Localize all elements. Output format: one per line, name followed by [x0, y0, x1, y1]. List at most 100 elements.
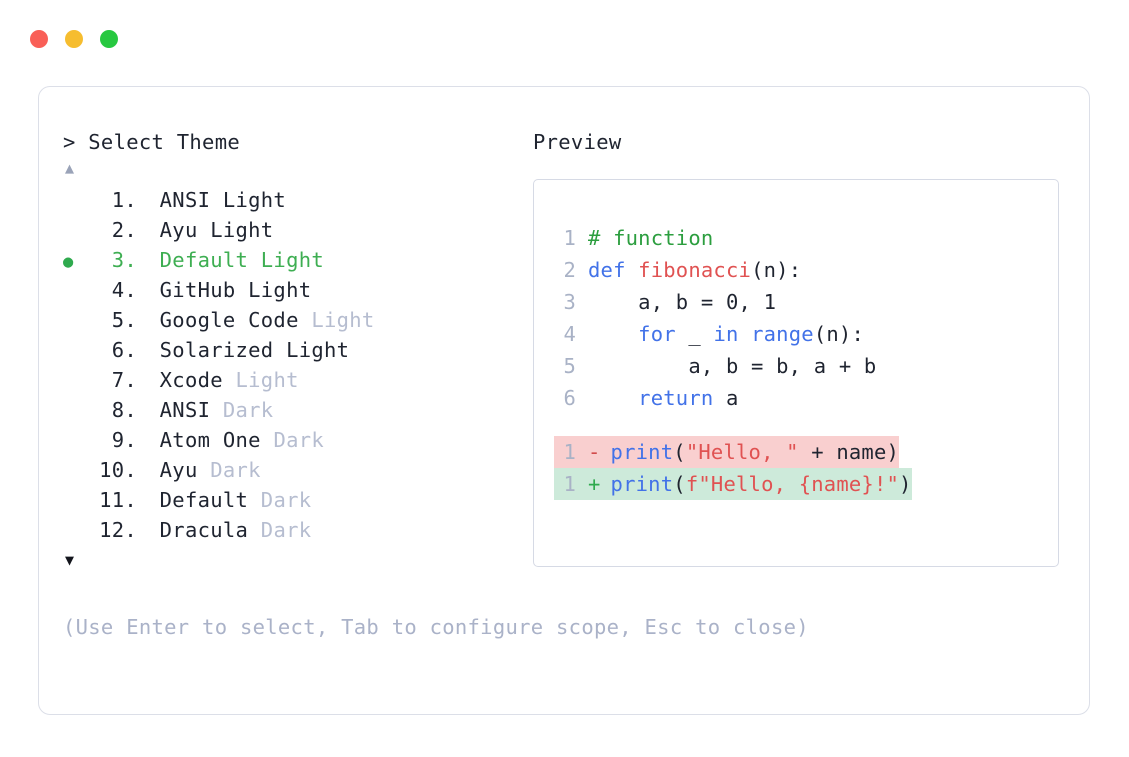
theme-list-item[interactable]: 10. Ayu Dark: [63, 455, 523, 485]
code-line-text: for _ in range(n):: [588, 318, 864, 350]
code-token-plain: a, b = b, a + b: [588, 354, 877, 378]
theme-item-spacer: [137, 485, 160, 515]
line-number: 6: [563, 386, 576, 410]
code-gap: [534, 414, 1058, 436]
code-line-text: return a: [588, 382, 739, 414]
code-token-str: "Hello, ": [685, 440, 799, 464]
code-line: 6 return a: [534, 382, 1058, 414]
theme-list-item[interactable]: 9. Atom One Dark: [63, 425, 523, 455]
theme-list-item[interactable]: 7. Xcode Light: [63, 365, 523, 395]
theme-list: 1. ANSI Light 2. Ayu Light● 3. Default L…: [63, 185, 523, 545]
theme-item-name: ANSI: [159, 398, 211, 422]
keyboard-hint: (Use Enter to select, Tab to configure s…: [63, 615, 809, 639]
theme-item-variant: Dark: [248, 488, 312, 512]
theme-list-item[interactable]: 2. Ayu Light: [63, 215, 523, 245]
theme-item-number: 12.: [99, 518, 137, 542]
line-number: 5: [563, 354, 576, 378]
code-token-plain: [588, 386, 638, 410]
code-line-text: # function: [588, 222, 713, 254]
theme-item-spacer: [137, 365, 160, 395]
selected-bullet-icon: ●: [63, 252, 74, 272]
code-line: 4 for _ in range(n):: [534, 318, 1058, 350]
code-token-plain: ): [899, 472, 912, 496]
theme-item-spacer: [137, 185, 160, 215]
code-token-builtin: print: [610, 472, 674, 496]
theme-item-name: Ayu: [159, 458, 198, 482]
line-number: 1: [563, 472, 576, 496]
bullet-placeholder: [63, 187, 91, 217]
code-token-num: 1: [763, 290, 777, 314]
bullet-placeholder: [63, 307, 91, 337]
theme-item-name: Default Light: [159, 248, 325, 272]
theme-list-item[interactable]: 6. Solarized Light: [63, 335, 523, 365]
theme-item-variant: Light: [298, 308, 375, 332]
theme-item-name: ANSI Light: [159, 188, 287, 212]
code-token-plain: (: [673, 472, 686, 496]
theme-item-variant: Dark: [197, 458, 261, 482]
code-line-text: a, b = 0, 1: [588, 286, 776, 318]
code-token-kw: in: [713, 322, 739, 346]
theme-item-spacer: [137, 245, 160, 275]
code-token-plain: (: [673, 440, 686, 464]
theme-list-item[interactable]: 5. Google Code Light: [63, 305, 523, 335]
code-token-plain: ,: [738, 290, 764, 314]
theme-item-name: Solarized Light: [159, 338, 350, 362]
theme-item-number: 5.: [99, 308, 137, 332]
diff-sign-add: +: [588, 472, 601, 496]
bullet-placeholder: [63, 217, 91, 247]
code-token-kw: return: [638, 386, 714, 410]
theme-item-name: GitHub Light: [159, 278, 312, 302]
theme-list-item[interactable]: 8. ANSI Dark: [63, 395, 523, 425]
theme-item-spacer: [137, 515, 160, 545]
theme-item-number: 2.: [99, 218, 137, 242]
diff-highlight: 1-print("Hello, " + name): [554, 436, 900, 468]
theme-selector-card: > Select Theme ▲ 1. ANSI Light 2. Ayu Li…: [38, 86, 1090, 715]
theme-item-name: Default: [159, 488, 249, 512]
bullet-placeholder: [63, 397, 91, 427]
code-token-builtin: range: [751, 322, 814, 346]
theme-item-spacer: [137, 455, 160, 485]
theme-item-variant: Dark: [260, 428, 325, 452]
theme-item-variant: Dark: [248, 518, 312, 542]
code-token-plain: [588, 322, 638, 346]
theme-item-spacer: [137, 305, 160, 335]
code-token-plain: (n):: [813, 322, 864, 346]
theme-selector-pane: > Select Theme ▲ 1. ANSI Light 2. Ayu Li…: [63, 127, 523, 571]
code-line-text: print("Hello, " + name): [611, 436, 900, 468]
code-token-fn: fibonacci: [638, 258, 752, 282]
code-token-plain: _: [675, 322, 714, 346]
code-line-text: print(f"Hello, {name}!"): [611, 468, 912, 500]
bullet-placeholder: [63, 457, 91, 487]
line-number: 1: [563, 440, 576, 464]
theme-list-item[interactable]: 4. GitHub Light: [63, 275, 523, 305]
theme-item-spacer: [137, 215, 160, 245]
theme-list-item[interactable]: 1. ANSI Light: [63, 185, 523, 215]
close-window-button[interactable]: [30, 30, 48, 48]
code-line: 5 a, b = b, a + b: [534, 350, 1058, 382]
line-number: 4: [563, 322, 576, 346]
scroll-down-icon[interactable]: ▼: [65, 551, 75, 569]
code-line: 3 a, b = 0, 1: [534, 286, 1058, 318]
theme-item-name: Google Code: [159, 308, 299, 332]
scroll-up-icon[interactable]: ▲: [65, 159, 75, 177]
diff-sign-del: -: [588, 440, 601, 464]
theme-list-item[interactable]: 12. Dracula Dark: [63, 515, 523, 545]
bullet-placeholder: [63, 367, 91, 397]
bullet-placeholder: [63, 427, 91, 457]
theme-item-spacer: [137, 275, 160, 305]
minimize-window-button[interactable]: [65, 30, 83, 48]
page-title: > Select Theme: [63, 130, 240, 154]
theme-item-name: Ayu Light: [159, 218, 274, 242]
theme-item-name: Atom One: [159, 428, 261, 452]
code-token-builtin: print: [610, 440, 674, 464]
window-controls: [30, 30, 118, 48]
code-token-plain: a, b =: [588, 290, 726, 314]
code-token-plain: [739, 322, 752, 346]
theme-list-item[interactable]: ● 3. Default Light: [63, 245, 523, 275]
theme-list-item[interactable]: 11. Default Dark: [63, 485, 523, 515]
maximize-window-button[interactable]: [100, 30, 118, 48]
